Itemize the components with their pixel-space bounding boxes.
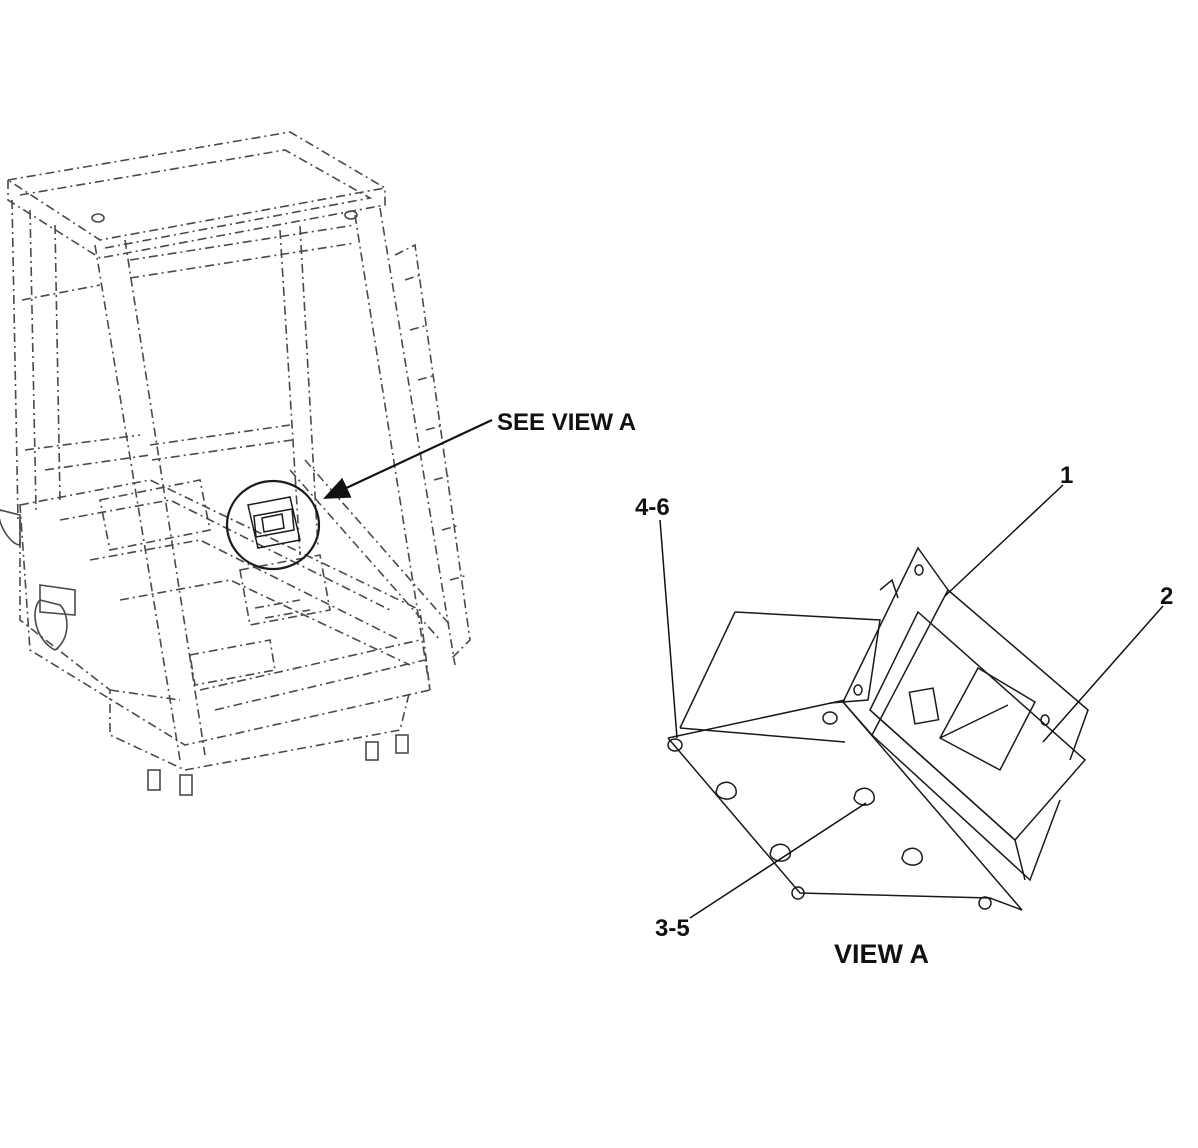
- view-a-title: VIEW A: [834, 939, 929, 969]
- callout-3-5: 3-5: [655, 915, 690, 942]
- see-view-label: SEE VIEW A: [497, 409, 636, 436]
- leader-3-5: [689, 802, 867, 919]
- leader-1: [944, 484, 1064, 597]
- callout-2: 2: [1160, 583, 1173, 610]
- see-view-arrow: [323, 419, 493, 499]
- view-a-assembly: [667, 546, 1089, 911]
- leader-4-6: [659, 519, 678, 739]
- cab-frame-drawing: [0, 131, 471, 796]
- detail-circle: [225, 479, 321, 571]
- leader-2: [1042, 605, 1164, 743]
- callout-1: 1: [1060, 462, 1073, 489]
- callout-4-6: 4-6: [635, 494, 670, 521]
